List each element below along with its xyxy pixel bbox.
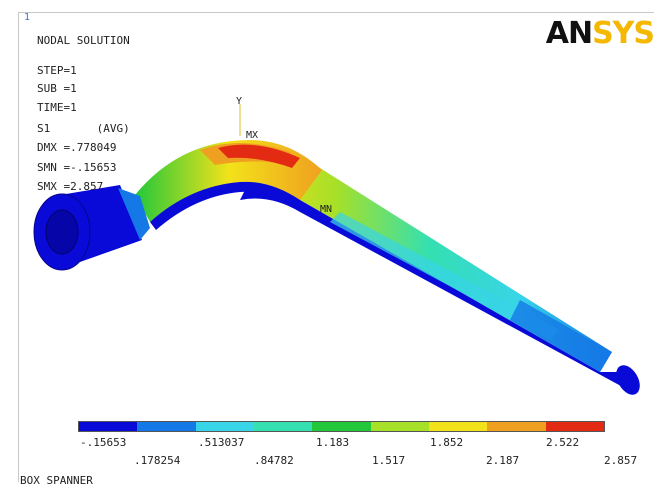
legend-label-top-3: 1.183 [316,436,350,449]
legend-swatch-3 [195,422,254,431]
info-time: TIME=1 [37,101,77,114]
legend-swatch-4 [253,422,313,431]
legend-swatch-6 [370,422,429,431]
frame-top-border [18,12,654,13]
legend-swatch-7 [428,422,488,431]
legend-swatch-8 [487,422,546,431]
legend-swatch-2 [137,422,196,431]
model-title: BOX SPANNER [20,474,93,487]
spanner-socket [33,185,150,271]
legend-swatch-5 [312,422,371,431]
info-step: STEP=1 [37,64,77,77]
legend-label-bottom-1: .178254 [134,454,181,467]
logo-text-sys: SYS [592,16,654,51]
color-legend-bar [78,421,605,432]
legend-label-bottom-5: 2.857 [604,454,638,467]
info-stress: S1 (AVG) [37,122,130,135]
info-dmx: DMX =.778049 [37,141,117,154]
legend-label-top-4: 1.852 [430,436,464,449]
info-smx: SMX =2.857 [37,180,104,193]
legend-swatch-9 [545,422,604,431]
legend-label-bottom-4: 2.187 [486,454,520,467]
mn-label: MN [320,204,332,215]
spanner-long-arm [240,153,640,395]
legend-label-top-5: 2.522 [546,436,580,449]
axis-y-label: Y [236,96,242,107]
legend-label-top-2: .513037 [198,436,245,449]
logo-text-an: AN [545,16,593,51]
frame-left-border [18,12,19,482]
legend-swatch-1 [79,422,138,431]
info-title: NODAL SOLUTION [37,34,130,47]
mx-marker: Y MX [236,96,258,141]
info-sub: SUB =1 [37,82,77,95]
mx-label: MX [246,130,258,141]
legend-label-top-1: -.15653 [80,436,127,449]
legend-label-bottom-3: 1.517 [372,454,406,467]
window-number: 1 [24,12,31,23]
legend-label-bottom-2: .84782 [254,454,294,467]
info-smn: SMN =-.15653 [37,161,117,174]
spanner-bend [135,140,322,230]
ansys-logo: ANSYS [546,16,654,51]
